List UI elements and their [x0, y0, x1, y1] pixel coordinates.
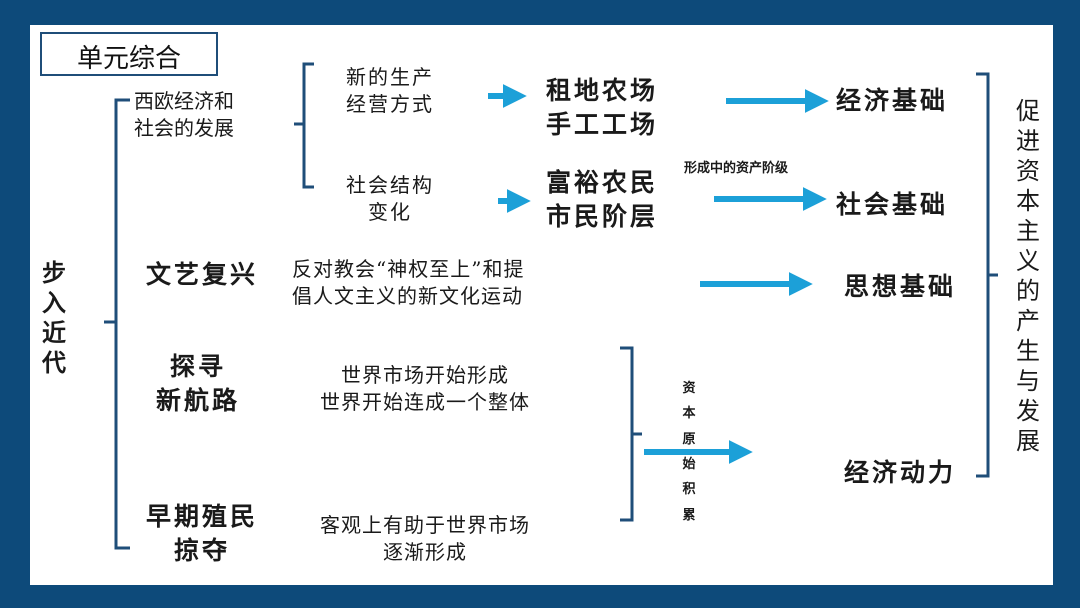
node-colonial: 早期殖民 掠夺 [146, 502, 259, 565]
node-farm: 租地农场 手工工场 [546, 76, 659, 139]
node-capital: 资本原始积累 [682, 381, 696, 523]
result-bracket [976, 72, 998, 478]
west-econ-bracket [294, 62, 314, 189]
node-new-mode: 新的生产 经营方式 [346, 65, 434, 116]
main-bracket [104, 98, 130, 550]
page-title: 单元综合 [76, 44, 181, 74]
root-label: 步入近代 [42, 258, 66, 377]
node-social-change: 社会结构 变化 [346, 173, 434, 224]
node-bourgeoisie: 形成中的资产阶级 [684, 161, 789, 176]
node-renaissance: 文艺复兴 [146, 260, 259, 289]
explore-bracket [620, 346, 642, 522]
slide-canvas [30, 25, 1053, 585]
node-explore: 探寻 新航路 [156, 352, 241, 415]
node-explore-desc: 世界市场开始形成 世界开始连成一个整体 [320, 363, 530, 414]
node-thought-base: 思想基础 [844, 272, 957, 301]
node-econ-power: 经济动力 [844, 458, 957, 487]
node-colonial-desc: 客观上有助于世界市场 逐渐形成 [320, 513, 530, 564]
node-rich: 富裕农民 市民阶层 [546, 168, 659, 231]
node-econ-base: 经济基础 [836, 86, 949, 115]
right-result-label: 促进资本主义的产生与发展 [1016, 97, 1040, 455]
node-west-econ: 西欧经济和 社会的发展 [134, 89, 234, 140]
title-box: 单元综合 [40, 32, 218, 76]
node-renaissance-desc: 反对教会“神权至上”和提 倡人文主义的新文化运动 [292, 257, 525, 308]
node-social-base: 社会基础 [836, 190, 949, 219]
